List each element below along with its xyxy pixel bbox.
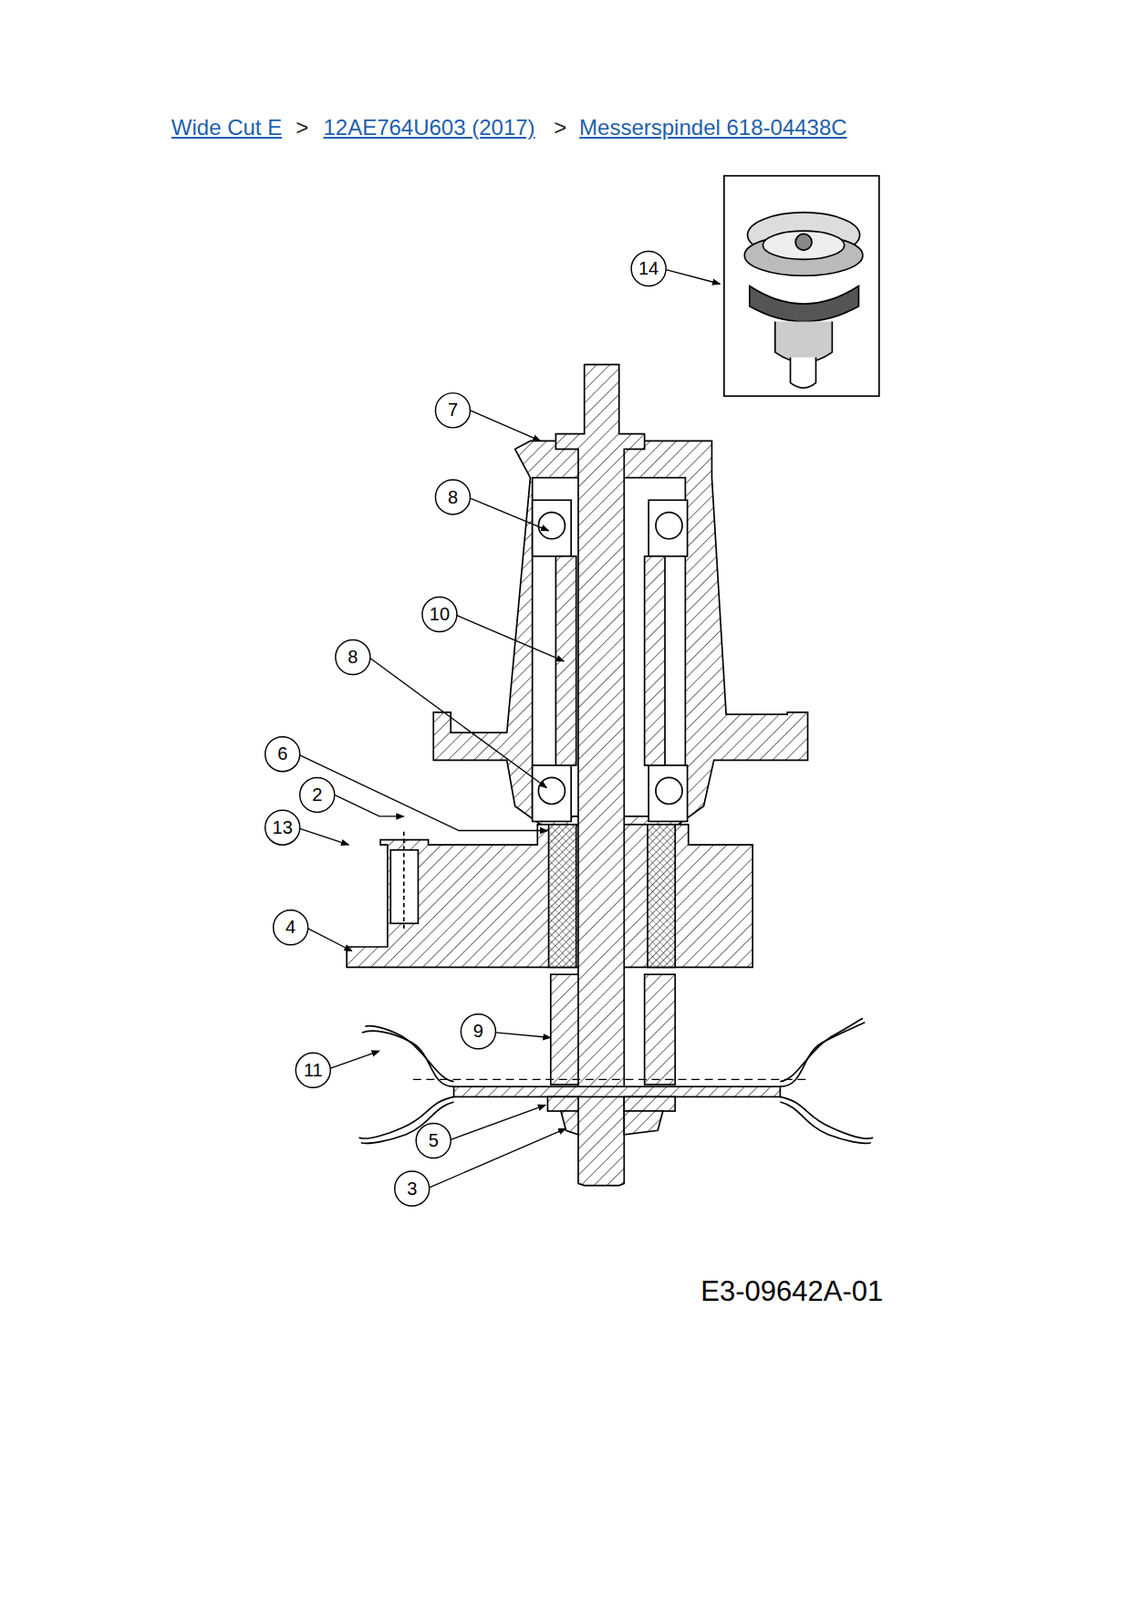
breadcrumb-separator: >: [295, 116, 309, 139]
callout-number: 8: [347, 647, 358, 666]
breadcrumb-separator: >: [553, 116, 567, 139]
breadcrumb-link: Wide Cut E: [171, 116, 282, 139]
callout-number: 4: [285, 917, 296, 936]
callout-number: 3: [406, 1179, 417, 1198]
callout-number: 6: [277, 744, 288, 763]
callout-number: 7: [447, 400, 458, 419]
drawing-code: E3-09642A-01: [700, 1276, 883, 1306]
breadcrumb-link: 12AE764U603 (2017): [322, 116, 535, 139]
callout-number: 9: [473, 1021, 484, 1040]
callout-number: 2: [311, 785, 322, 804]
breadcrumb-link: Messerspindel 618-04438C: [579, 116, 848, 139]
callout-number: 14: [638, 259, 659, 278]
callout-number: 10: [429, 604, 450, 623]
callout-number: 11: [303, 1060, 323, 1080]
callout-number: 13: [272, 818, 293, 837]
callout-number: 8: [447, 487, 458, 507]
callout-number: 5: [428, 1131, 439, 1150]
